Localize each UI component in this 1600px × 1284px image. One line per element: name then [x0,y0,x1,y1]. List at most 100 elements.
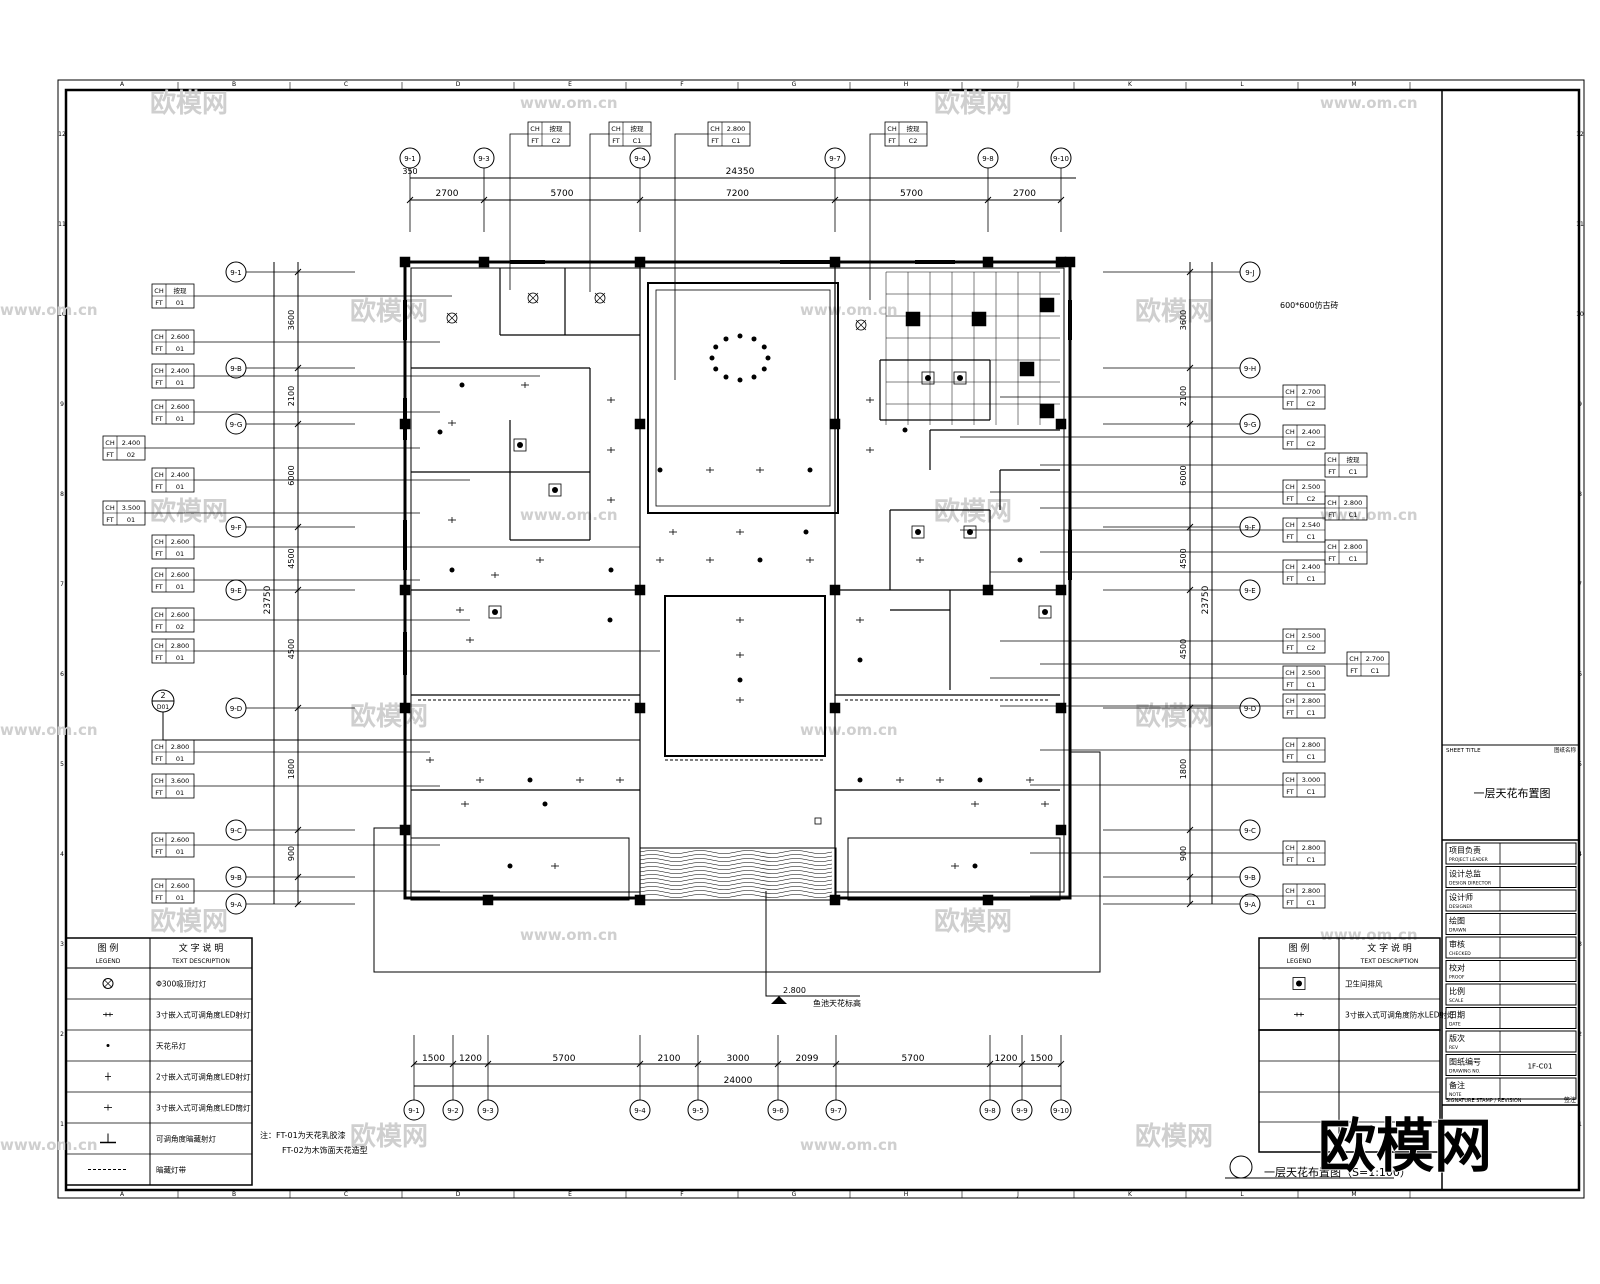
spotlight-dot [713,366,719,372]
tag-ft-label: FT [1286,644,1294,652]
grid-bubble-right-label: 9-G [1244,421,1257,429]
dimension-tick [294,364,302,372]
tag-ch-label: CH [1285,741,1295,749]
section-mark-number: 2 [160,691,165,700]
tile-accent [1039,403,1055,419]
tag-ft-label: FT [1286,575,1294,583]
tag-finish-code: 01 [176,345,184,353]
tag-finish-code: C1 [1307,533,1316,541]
grid-bubble-right-label: 9-J [1245,269,1254,277]
legend-header-text: 文 字 说 明 [179,942,224,954]
title-block-cell [1445,1030,1577,1053]
watermark-url: www.om.cn [520,94,618,112]
grid-bubble-right [1239,866,1261,888]
structural-column [634,894,646,906]
structural-column [829,256,841,268]
tag-finish-code: 02 [127,451,135,459]
legend-row-text: 3寸嵌入式可调角度防水LED射灯 [1345,1010,1455,1020]
spotlight-dot [713,344,719,350]
tag-ceiling-height: 3.600 [171,777,190,785]
legend-header-text: 文 字 说 明 [1367,942,1412,954]
spotlight-symbol [803,529,809,535]
dimension-segment: 7200 [726,189,749,199]
grid-bubble-bottom-label: 9-5 [692,1107,703,1115]
downlight-symbol [736,617,744,623]
grid-bubble-top-label: 9-1 [404,155,415,163]
border-number-left: 2 [60,1031,64,1038]
border-number-right: 3 [1578,941,1582,948]
title-block-field-label: 设计师 [1449,892,1473,902]
structural-column [399,824,411,836]
tag-ft-label: FT [1286,533,1294,541]
dimension-segment: 6000 [1179,465,1188,485]
tag-ceiling-height: 2.400 [122,439,141,447]
tag-finish-code: 01 [176,789,184,797]
dimension-tick [449,1060,457,1068]
dimension-total: 24000 [724,1076,753,1086]
grid-bubble-right [1239,893,1261,915]
legend-frame-extension [1258,1029,1441,1153]
dimension-tick [1186,523,1194,531]
legend-header-icon-en: LEGEND [96,958,121,965]
tag-ch-label: CH [1327,499,1337,507]
grid-bubble-left-label: 9-D [230,705,242,713]
spotlight-symbol [761,366,767,372]
ceiling-lamp-symbol [527,292,539,304]
border-number-right: 2 [1578,1031,1582,1038]
tag-ch-label: CH [1285,887,1295,895]
exhaust-fan-symbol [921,371,935,385]
watermark-url: www.om.cn [800,1136,898,1154]
downlight-symbol [426,757,434,763]
grid-bubble-bottom [1050,1099,1072,1121]
legend-symbol-exhaust [1292,977,1306,990]
tag-ch-label: CH [1285,844,1295,852]
tag-ch-label: CH [154,538,164,546]
spotlight-dot [723,336,729,342]
border-letter-bottom: K [1128,1191,1133,1198]
title-block-cell [1445,936,1577,959]
structural-column [482,894,494,906]
tag-ft-label: FT [155,345,163,353]
title-block-field-sublabel: REV [1449,1045,1459,1051]
tag-finish-code: 01 [176,550,184,558]
dimension-total: 24350 [726,167,755,177]
dimension-segment: 5700 [553,1054,576,1064]
legend-row-text: 2寸嵌入式可调角度LED射灯 [156,1072,251,1082]
watermark-layer: 欧模网欧模网欧模网欧模网欧模网欧模网欧模网欧模网欧模网欧模网欧模网欧模网www.… [0,88,1418,1154]
border-letter-bottom: L [1240,1191,1244,1198]
ceiling-lamp-symbol [594,292,606,304]
tag-ft-label: FT [1286,440,1294,448]
tag-ceiling-height: 2.800 [1302,844,1321,852]
exhaust-fan-box [548,483,562,497]
title-block-field-label: 版次 [1449,1033,1465,1043]
right-dimension-chain: 237503600210060004500450018009009-J9-H9-… [1103,261,1261,915]
tag-ceiling-height: 2.500 [1302,669,1321,677]
dimension-segment: 1800 [1179,759,1188,779]
dimension-segment: 4500 [1179,548,1188,568]
border-letter-bottom: G [792,1191,797,1198]
pond-hatch [639,854,833,858]
spotlight-dot [857,657,863,663]
structural-column [634,702,646,714]
tag-finish-code: 01 [127,516,135,524]
tag-ch-label: CH [154,287,164,295]
title-block-field-label: 比例 [1449,986,1465,996]
border-number-left: 10 [58,311,66,318]
tag-ft-label: FT [1286,495,1294,503]
tag-finish-code: C2 [1307,440,1316,448]
spotlight-dot [857,777,863,783]
grid-bubble-top [629,147,651,169]
grid-bubble-left [225,261,247,283]
spotlight-symbol [709,355,715,361]
grid-bubble-top-label: 9-4 [634,155,646,163]
